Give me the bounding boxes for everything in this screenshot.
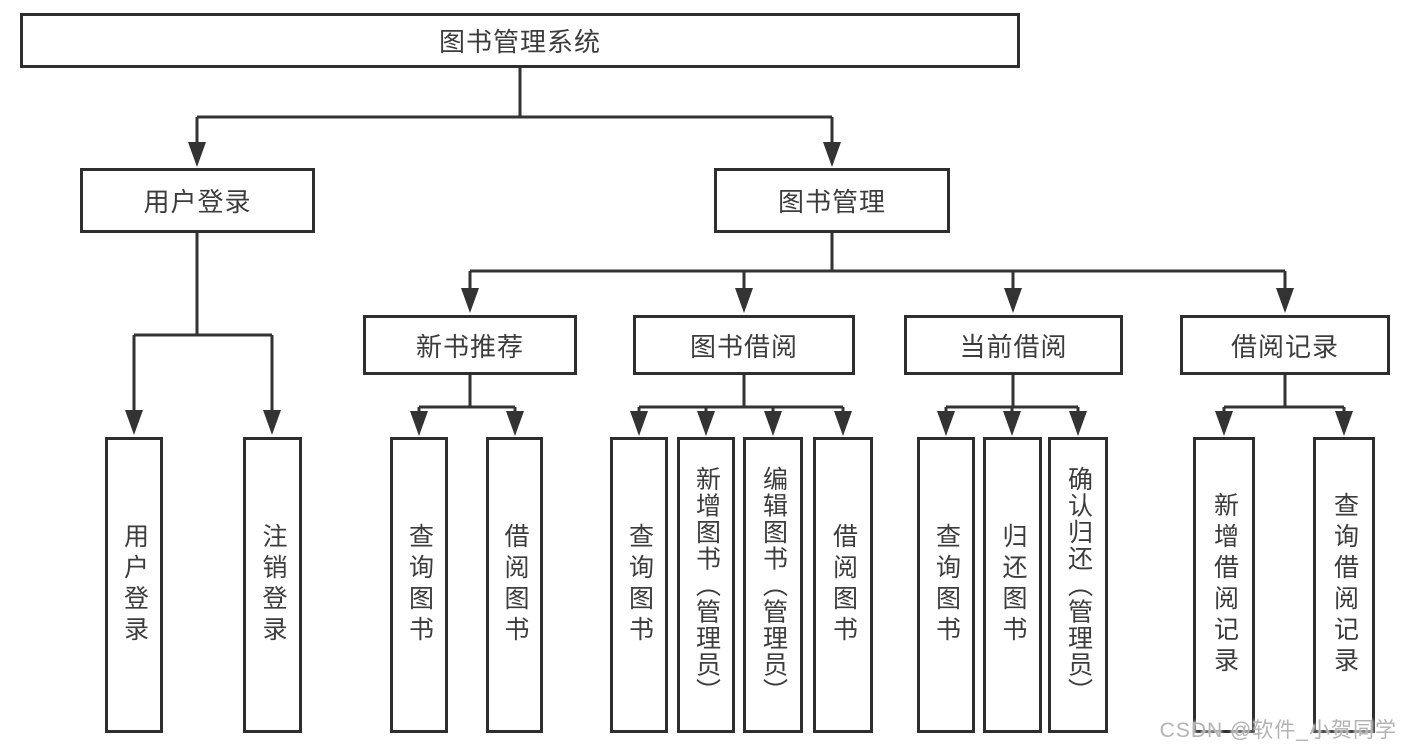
node-label: 查询图书 bbox=[405, 523, 434, 647]
connector-root-to-level2 bbox=[195, 68, 834, 144]
connector-login-to-leaves bbox=[132, 233, 274, 412]
leaf-borrow-books-recommend: 借阅图书 bbox=[486, 437, 543, 733]
arrowheads-level2 bbox=[188, 142, 841, 167]
leaf-query-borrow-record: 查询借阅记录 bbox=[1313, 437, 1375, 733]
node-label: 借阅记录 bbox=[1230, 331, 1339, 362]
node-library-system: 图书管理系统 bbox=[20, 13, 1020, 68]
node-label: 新增借阅记录 bbox=[1210, 492, 1239, 678]
arrowheads-current-leaves bbox=[937, 411, 1087, 436]
leaf-query-books-recommend: 查询图书 bbox=[390, 437, 448, 733]
node-label: 查询图书 bbox=[625, 523, 654, 647]
node-book-management: 图书管理 bbox=[714, 168, 950, 233]
connector-records-to-leaves bbox=[1222, 375, 1346, 413]
arrowheads-borrow-leaves bbox=[630, 411, 852, 436]
node-label: 归还图书 bbox=[999, 523, 1027, 647]
arrowheads-recommend-leaves bbox=[410, 411, 524, 436]
leaf-logout: 注销登录 bbox=[243, 437, 302, 733]
leaf-user-login: 用户登录 bbox=[105, 437, 163, 733]
leaf-confirm-return-admin: 确认归还（管理员） bbox=[1048, 437, 1108, 733]
leaf-borrow-books: 借阅图书 bbox=[813, 437, 873, 733]
node-label: 确认归还（管理员） bbox=[1064, 465, 1093, 705]
connector-borrow-to-leaves bbox=[637, 375, 845, 413]
node-label: 新书推荐 bbox=[415, 331, 524, 362]
arrowheads-login-leaves bbox=[125, 410, 281, 435]
leaf-edit-books-admin: 编辑图书（管理员） bbox=[743, 437, 803, 733]
leaf-add-borrow-record: 新增借阅记录 bbox=[1193, 437, 1255, 733]
arrowheads-records-leaves bbox=[1215, 411, 1353, 436]
node-label: 注销登录 bbox=[259, 523, 287, 647]
node-label: 借阅图书 bbox=[501, 523, 529, 647]
node-current-borrow: 当前借阅 bbox=[904, 315, 1123, 375]
arrowheads-level3 bbox=[461, 288, 1294, 313]
node-label: 新增图书（管理员） bbox=[692, 465, 721, 705]
node-borrow-records: 借阅记录 bbox=[1180, 315, 1390, 375]
node-user-login: 用户登录 bbox=[80, 168, 315, 233]
node-label: 编辑图书（管理员） bbox=[759, 465, 788, 705]
connector-management-to-level3 bbox=[468, 233, 1287, 289]
node-label: 用户登录 bbox=[120, 523, 149, 647]
connector-current-to-leaves bbox=[944, 375, 1080, 413]
node-book-borrow: 图书借阅 bbox=[633, 315, 855, 375]
node-label: 查询借阅记录 bbox=[1330, 492, 1359, 678]
node-new-book-recommend: 新书推荐 bbox=[363, 315, 577, 375]
node-label: 图书借阅 bbox=[689, 331, 798, 362]
node-label: 当前借阅 bbox=[959, 331, 1068, 362]
node-label: 图书管理系统 bbox=[438, 27, 601, 57]
leaf-add-books-admin: 新增图书（管理员） bbox=[677, 437, 735, 733]
connector-recommend-to-leaves bbox=[417, 375, 517, 413]
node-label: 图书管理 bbox=[777, 187, 886, 217]
node-label: 用户登录 bbox=[143, 187, 252, 217]
node-label: 借阅图书 bbox=[829, 523, 858, 647]
csdn-watermark: CSDN @软件_小贺同学 bbox=[1159, 719, 1397, 742]
node-label: 查询图书 bbox=[932, 523, 961, 647]
leaf-query-books-current: 查询图书 bbox=[917, 437, 975, 733]
leaf-query-books-borrow: 查询图书 bbox=[610, 437, 668, 733]
leaf-return-books: 归还图书 bbox=[983, 437, 1042, 733]
